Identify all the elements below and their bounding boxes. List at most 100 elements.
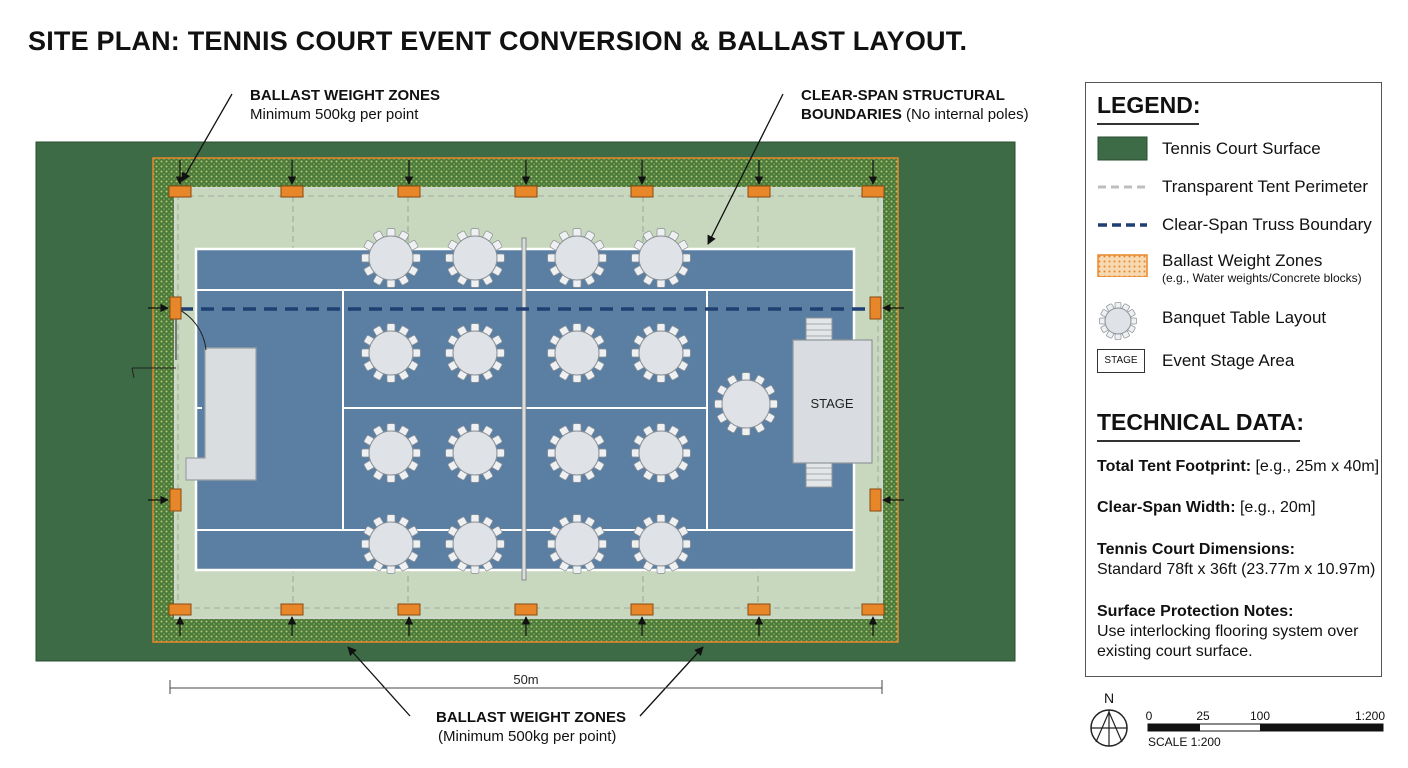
ballast-block	[168, 185, 192, 198]
legend-label-court: Tennis Court Surface	[1162, 139, 1321, 158]
legend-label-ballast: Ballast Weight Zones	[1162, 251, 1323, 270]
banquet-table	[361, 423, 421, 483]
tech-surface-label: Surface Protection Notes:	[1097, 603, 1294, 620]
banquet-table	[445, 514, 505, 574]
legend-item-truss: Clear-Span Truss Boundary	[1097, 211, 1377, 241]
ballast-block	[168, 603, 192, 616]
banquet-table	[361, 228, 421, 288]
tech-surface: Surface Protection Notes: Use interlocki…	[1097, 602, 1382, 662]
callout-ballast-bottom-title: BALLAST WEIGHT ZONES	[436, 709, 626, 726]
callout-arrows	[181, 93, 784, 717]
callout-ballast-bottom-sub: (Minimum 500kg per point)	[438, 728, 617, 745]
banquet-tables	[361, 228, 778, 574]
banquet-table	[547, 323, 607, 383]
banquet-table	[714, 372, 778, 436]
ballast-block	[630, 185, 654, 198]
banquet-table	[547, 423, 607, 483]
navy-dashed-line-icon	[1098, 223, 1147, 227]
north-arrow-icon	[1090, 709, 1128, 747]
banquet-table	[445, 323, 505, 383]
ballast-block	[169, 488, 182, 512]
ballast-block	[630, 603, 654, 616]
callout-clearspan-title-2: BOUNDARIES	[801, 106, 902, 123]
ballast-blocks	[148, 160, 904, 636]
ballast-block	[397, 603, 421, 616]
callout-ballast-bottom: BALLAST WEIGHT ZONES (Minimum 500kg per …	[436, 708, 626, 746]
scale-tick-25: 25	[1196, 709, 1210, 723]
tech-surface-value: Use interlocking flooring system over ex…	[1097, 623, 1359, 660]
tech-footprint-label: Total Tent Footprint:	[1097, 458, 1252, 475]
scale-label: SCALE 1:200	[1148, 735, 1221, 749]
callout-clearspan-sub: (No internal poles)	[906, 106, 1029, 123]
banquet-table	[631, 423, 691, 483]
banquet-table	[445, 423, 505, 483]
technical-heading: TECHNICAL DATA:	[1097, 409, 1304, 435]
callout-clearspan-title-1: CLEAR-SPAN STRUCTURAL	[801, 87, 1005, 104]
legend-label-banquet: Banquet Table Layout	[1162, 308, 1327, 327]
orange-hatch-swatch-icon	[1097, 254, 1148, 277]
legend-item-ballast: Ballast Weight Zones (e.g., Water weight…	[1097, 249, 1377, 289]
banquet-table	[631, 514, 691, 574]
ballast-block	[397, 185, 421, 198]
stage-box-icon: STAGE	[1097, 349, 1145, 373]
callout-clearspan: CLEAR-SPAN STRUCTURAL BOUNDARIES (No int…	[801, 86, 1029, 124]
legend-label-stage: Event Stage Area	[1162, 351, 1295, 370]
tech-court-label: Tennis Court Dimensions:	[1097, 541, 1295, 558]
callout-ballast-top-sub: Minimum 500kg per point	[250, 106, 419, 123]
banquet-table	[547, 514, 607, 574]
stage-label: STAGE	[810, 396, 853, 411]
ballast-block	[514, 185, 538, 198]
north-label: N	[1104, 690, 1114, 706]
banquet-table	[631, 228, 691, 288]
tech-clearspan: Clear-Span Width: [e.g., 20m]	[1097, 498, 1382, 518]
tennis-net	[521, 237, 527, 581]
ballast-block	[747, 185, 771, 198]
ballast-block	[280, 603, 304, 616]
tech-clearspan-label: Clear-Span Width:	[1097, 499, 1236, 516]
legend-label-truss: Clear-Span Truss Boundary	[1162, 215, 1372, 234]
ballast-block	[869, 296, 882, 320]
legend-item-banquet: Banquet Table Layout	[1097, 301, 1377, 341]
dimension-line	[169, 680, 883, 694]
ballast-block	[514, 603, 538, 616]
tech-footprint-value: [e.g., 25m x 40m]	[1251, 458, 1380, 475]
legend-panel: LEGEND: Tennis Court Surface Transparent…	[1085, 82, 1382, 677]
ballast-block	[861, 185, 885, 198]
banquet-table	[361, 323, 421, 383]
grey-dashed-line-icon	[1098, 185, 1147, 189]
legend-heading-rule	[1097, 123, 1199, 125]
technical-heading-rule	[1097, 440, 1300, 442]
legend-sublabel-ballast: (e.g., Water weights/Concrete blocks)	[1162, 271, 1362, 285]
court-swatch-icon	[1097, 136, 1148, 161]
legend-label-tent-perimeter: Transparent Tent Perimeter	[1162, 177, 1368, 196]
bar-counter	[185, 347, 257, 481]
tennis-court	[194, 237, 856, 581]
banquet-table	[547, 228, 607, 288]
callout-ballast-top-title: BALLAST WEIGHT ZONES	[250, 87, 440, 104]
tech-court-value: Standard 78ft x 36ft (23.77m x 10.97m)	[1097, 561, 1376, 578]
scale-tick-100: 100	[1250, 709, 1270, 723]
scale-bar	[1147, 723, 1384, 732]
ballast-block	[169, 296, 182, 320]
stage-area: STAGE	[792, 317, 873, 488]
callout-ballast-top: BALLAST WEIGHT ZONES Minimum 500kg per p…	[250, 86, 440, 124]
ballast-block	[747, 603, 771, 616]
banquet-table	[631, 323, 691, 383]
ballast-block	[869, 488, 882, 512]
dimension-label: 50m	[513, 672, 538, 687]
legend-heading: LEGEND:	[1097, 92, 1201, 118]
legend-item-tent-perimeter: Transparent Tent Perimeter	[1097, 173, 1377, 203]
scale-tick-0: 0	[1146, 709, 1153, 723]
tech-footprint: Total Tent Footprint: [e.g., 25m x 40m]	[1097, 457, 1382, 477]
scale-tick-ratio: 1:200	[1355, 709, 1385, 723]
banquet-table-icon	[1099, 302, 1137, 340]
tech-court: Tennis Court Dimensions: Standard 78ft x…	[1097, 540, 1382, 580]
ballast-block	[861, 603, 885, 616]
banquet-table-symbol	[1099, 302, 1137, 340]
page-title: SITE PLAN: TENNIS COURT EVENT CONVERSION…	[28, 26, 968, 56]
ballast-block	[280, 185, 304, 198]
banquet-table	[445, 228, 505, 288]
legend-item-court: Tennis Court Surface	[1097, 135, 1377, 165]
legend-item-stage: STAGE Event Stage Area	[1097, 347, 1377, 377]
